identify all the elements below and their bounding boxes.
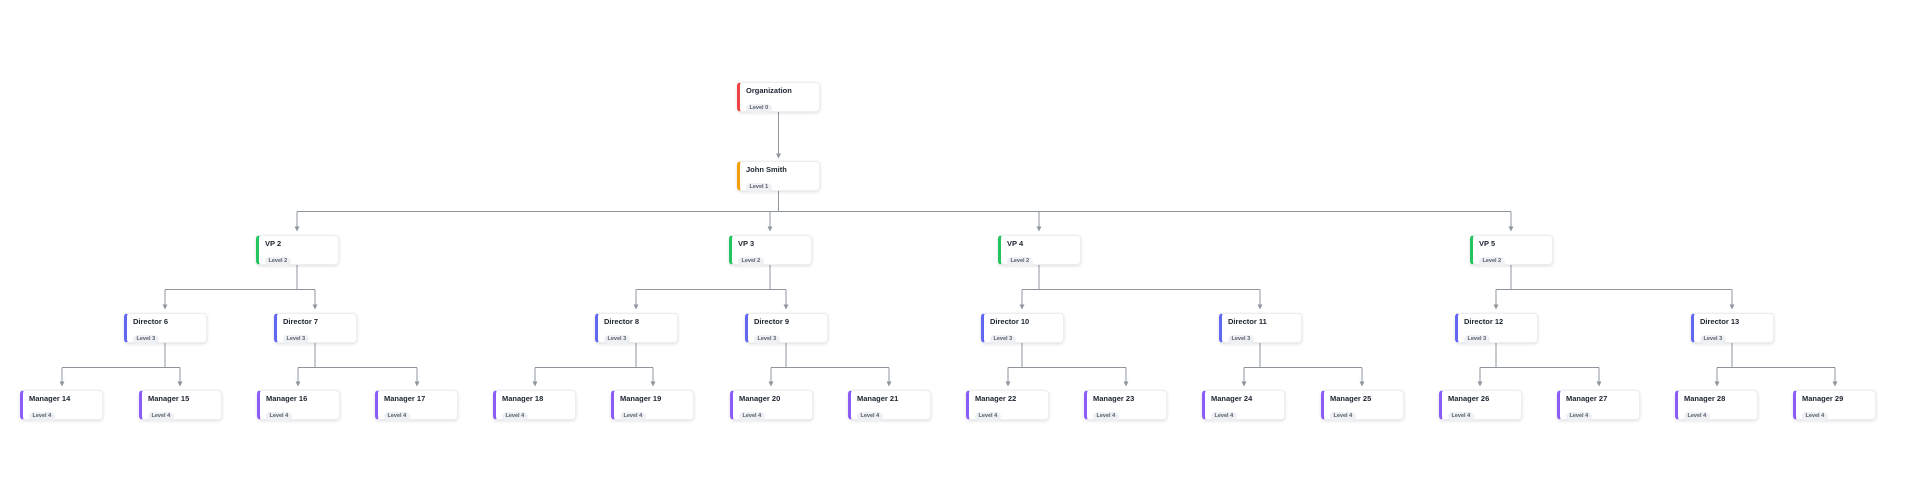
node-manager-28[interactable]: Manager 28 Level 4 bbox=[1675, 390, 1758, 422]
level-badge: Level 4 bbox=[1093, 411, 1119, 422]
level-badge: Level 4 bbox=[1448, 411, 1474, 422]
node-manager-25[interactable]: Manager 25 Level 4 bbox=[1321, 390, 1404, 422]
node-title: Manager 20 bbox=[739, 394, 781, 403]
node-title: Director 11 bbox=[1228, 317, 1267, 326]
level-badge: Level 2 bbox=[1007, 256, 1033, 267]
level-badge: Level 3 bbox=[1700, 334, 1726, 345]
level-badge: Level 2 bbox=[1479, 256, 1505, 267]
level-badge: Level 4 bbox=[1211, 411, 1237, 422]
node-title: VP 4 bbox=[1007, 239, 1024, 248]
level-badge: Level 4 bbox=[739, 411, 765, 422]
level-badge: Level 4 bbox=[148, 411, 174, 422]
node-john-smith[interactable]: John Smith Level 1 bbox=[737, 161, 820, 193]
node-title: VP 5 bbox=[1479, 239, 1496, 248]
node-manager-23[interactable]: Manager 23 Level 4 bbox=[1084, 390, 1167, 422]
level-badge: Level 0 bbox=[746, 103, 772, 114]
node-director-8[interactable]: Director 8 Level 3 bbox=[595, 313, 678, 345]
node-manager-21[interactable]: Manager 21 Level 4 bbox=[848, 390, 931, 422]
node-vp-5[interactable]: VP 5 Level 2 bbox=[1470, 235, 1553, 267]
level-badge: Level 3 bbox=[990, 334, 1016, 345]
node-vp-4[interactable]: VP 4 Level 2 bbox=[998, 235, 1081, 267]
node-director-10[interactable]: Director 10 Level 3 bbox=[981, 313, 1064, 345]
level-badge: Level 3 bbox=[604, 334, 630, 345]
node-title: Manager 16 bbox=[266, 394, 308, 403]
node-director-13[interactable]: Director 13 Level 3 bbox=[1691, 313, 1774, 345]
node-manager-22[interactable]: Manager 22 Level 4 bbox=[966, 390, 1049, 422]
node-title: Manager 18 bbox=[502, 394, 544, 403]
level-badge: Level 3 bbox=[754, 334, 780, 345]
node-title: Manager 29 bbox=[1802, 394, 1844, 403]
node-title: Manager 28 bbox=[1684, 394, 1726, 403]
level-badge: Level 4 bbox=[620, 411, 646, 422]
node-title: VP 2 bbox=[265, 239, 282, 248]
node-title: Manager 26 bbox=[1448, 394, 1490, 403]
level-badge: Level 3 bbox=[133, 334, 159, 345]
node-director-11[interactable]: Director 11 Level 3 bbox=[1219, 313, 1302, 345]
node-manager-15[interactable]: Manager 15 Level 4 bbox=[139, 390, 222, 422]
node-title: Director 7 bbox=[283, 317, 319, 326]
node-title: Manager 23 bbox=[1093, 394, 1135, 403]
level-badge: Level 4 bbox=[502, 411, 528, 422]
level-badge: Level 3 bbox=[1464, 334, 1490, 345]
node-title: Manager 15 bbox=[148, 394, 190, 403]
node-vp-3[interactable]: VP 3 Level 2 bbox=[729, 235, 812, 267]
level-badge: Level 3 bbox=[1228, 334, 1254, 345]
node-manager-19[interactable]: Manager 19 Level 4 bbox=[611, 390, 694, 422]
node-director-12[interactable]: Director 12 Level 3 bbox=[1455, 313, 1538, 345]
node-title: Organization bbox=[746, 86, 792, 95]
node-vp-2[interactable]: VP 2 Level 2 bbox=[256, 235, 339, 267]
level-badge: Level 4 bbox=[975, 411, 1001, 422]
node-title: Director 13 bbox=[1700, 317, 1740, 326]
level-badge: Level 4 bbox=[384, 411, 410, 422]
node-manager-14[interactable]: Manager 14 Level 4 bbox=[20, 390, 103, 422]
node-director-9[interactable]: Director 9 Level 3 bbox=[745, 313, 828, 345]
node-director-6[interactable]: Director 6 Level 3 bbox=[124, 313, 207, 345]
connector-bus bbox=[62, 191, 1835, 368]
node-manager-27[interactable]: Manager 27 Level 4 bbox=[1557, 390, 1640, 422]
level-badge: Level 4 bbox=[29, 411, 55, 422]
node-title: Director 8 bbox=[604, 317, 640, 326]
level-badge: Level 4 bbox=[1566, 411, 1592, 422]
node-title: VP 3 bbox=[738, 239, 755, 248]
node-title: Manager 21 bbox=[857, 394, 899, 403]
level-badge: Level 4 bbox=[266, 411, 292, 422]
level-badge: Level 3 bbox=[283, 334, 309, 345]
node-manager-16[interactable]: Manager 16 Level 4 bbox=[257, 390, 340, 422]
node-manager-18[interactable]: Manager 18 Level 4 bbox=[493, 390, 576, 422]
level-badge: Level 4 bbox=[1802, 411, 1828, 422]
node-title: Manager 24 bbox=[1211, 394, 1253, 403]
node-manager-29[interactable]: Manager 29 Level 4 bbox=[1793, 390, 1876, 422]
node-title: Manager 19 bbox=[620, 394, 662, 403]
level-badge: Level 2 bbox=[265, 256, 291, 267]
node-manager-20[interactable]: Manager 20 Level 4 bbox=[730, 390, 813, 422]
node-title: Director 12 bbox=[1464, 317, 1504, 326]
node-organization[interactable]: Organization Level 0 bbox=[737, 82, 820, 114]
node-title: Manager 17 bbox=[384, 394, 426, 403]
node-title: Director 6 bbox=[133, 317, 169, 326]
level-badge: Level 2 bbox=[738, 256, 764, 267]
node-title: Manager 14 bbox=[29, 394, 71, 403]
node-manager-26[interactable]: Manager 26 Level 4 bbox=[1439, 390, 1522, 422]
node-title: Manager 22 bbox=[975, 394, 1017, 403]
node-director-7[interactable]: Director 7 Level 3 bbox=[274, 313, 357, 345]
node-title: Director 9 bbox=[754, 317, 790, 326]
level-badge: Level 4 bbox=[857, 411, 883, 422]
level-badge: Level 4 bbox=[1330, 411, 1356, 422]
level-badge: Level 4 bbox=[1684, 411, 1710, 422]
node-title: Manager 27 bbox=[1566, 394, 1608, 403]
level-badge: Level 1 bbox=[746, 182, 772, 193]
node-title: Manager 25 bbox=[1330, 394, 1372, 403]
node-title: John Smith bbox=[746, 165, 787, 174]
node-manager-17[interactable]: Manager 17 Level 4 bbox=[375, 390, 458, 422]
node-title: Director 10 bbox=[990, 317, 1030, 326]
node-manager-24[interactable]: Manager 24 Level 4 bbox=[1202, 390, 1285, 422]
